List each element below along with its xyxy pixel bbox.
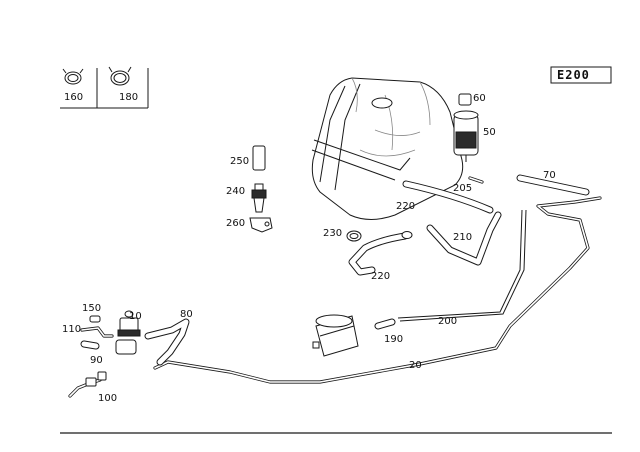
model-badge-text: E200 — [557, 68, 590, 82]
callout-240: 240 — [226, 186, 245, 197]
bracket-260 — [249, 217, 273, 233]
callout-220-lower: 220 — [371, 271, 390, 282]
callout-260: 260 — [226, 218, 245, 229]
hose-90 — [80, 340, 100, 350]
fitting-150 — [89, 315, 101, 323]
callouts: 10 20 50 60 70 80 90 100 110 150 190 200… — [62, 93, 556, 404]
line-205 — [468, 176, 484, 184]
callout-80: 80 — [180, 309, 193, 320]
fitting-110 — [80, 326, 114, 338]
callout-220-upper: 220 — [396, 201, 415, 212]
hose-70 — [516, 174, 590, 196]
callout-110: 110 — [62, 324, 81, 335]
hose-clamp-large-icon — [108, 66, 132, 86]
callout-10: 10 — [129, 311, 142, 322]
fuel-accumulator — [312, 314, 359, 357]
hose-220-lower — [348, 231, 413, 276]
hose-210 — [426, 211, 502, 266]
hose-190 — [374, 318, 396, 330]
hose-220-upper — [402, 180, 494, 214]
hose-clamp-small-icon — [62, 68, 84, 85]
callout-190: 190 — [384, 334, 403, 345]
callout-50: 50 — [483, 127, 496, 138]
callout-100: 100 — [98, 393, 117, 404]
hose-80 — [144, 318, 190, 366]
fuel-line-200 — [397, 209, 527, 322]
legend-label-160: 160 — [64, 92, 83, 103]
callout-70: 70 — [543, 170, 556, 181]
fitting-100 — [68, 371, 107, 398]
callout-200: 200 — [438, 316, 457, 327]
callout-250: 250 — [230, 156, 249, 167]
sleeve-250 — [252, 145, 266, 171]
pressure-regulator-10 — [115, 310, 141, 355]
callout-150: 150 — [82, 303, 101, 314]
legend-box: 160 180 — [60, 66, 149, 109]
callout-90: 90 — [90, 355, 103, 366]
callout-20: 20 — [409, 360, 422, 371]
model-badge: E200 — [550, 66, 612, 84]
callout-230: 230 — [323, 228, 342, 239]
fuel-line-20 — [153, 196, 602, 384]
fuel-filter — [453, 110, 479, 162]
callout-210: 210 — [453, 232, 472, 243]
fuel-tank — [311, 77, 464, 220]
callout-60: 60 — [473, 93, 486, 104]
valve-240 — [251, 183, 267, 213]
clamp-230 — [346, 230, 362, 242]
filter-cap — [458, 93, 472, 106]
callout-205: 205 — [453, 183, 472, 194]
legend-label-180: 180 — [119, 92, 138, 103]
